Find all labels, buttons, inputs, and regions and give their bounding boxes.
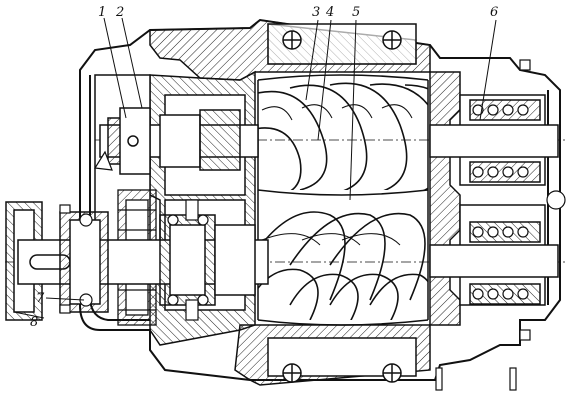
bolts <box>59 59 531 391</box>
top-housing-wall <box>149 19 431 81</box>
right-bearings <box>472 104 566 300</box>
male-rotor-upper <box>258 82 428 190</box>
callout-7: 7 <box>36 291 45 306</box>
bottom-housing-wall <box>234 324 431 386</box>
left-bearings <box>79 199 209 321</box>
callout-8: 8 <box>30 315 38 330</box>
callout-6: 6 <box>490 5 498 20</box>
leader-lines <box>13 17 497 319</box>
callout-labels: 1 2 3 4 5 6 7 8 <box>30 5 498 330</box>
female-rotor-lower <box>258 211 428 320</box>
callout-5: 5 <box>352 5 360 20</box>
callout-4: 4 <box>325 5 334 20</box>
upper-shaft-left <box>99 107 259 175</box>
callout-3: 3 <box>312 5 320 20</box>
callout-1: 1 <box>98 5 106 20</box>
callout-2: 2 <box>115 5 124 20</box>
drive-shaft-lower <box>5 201 269 321</box>
